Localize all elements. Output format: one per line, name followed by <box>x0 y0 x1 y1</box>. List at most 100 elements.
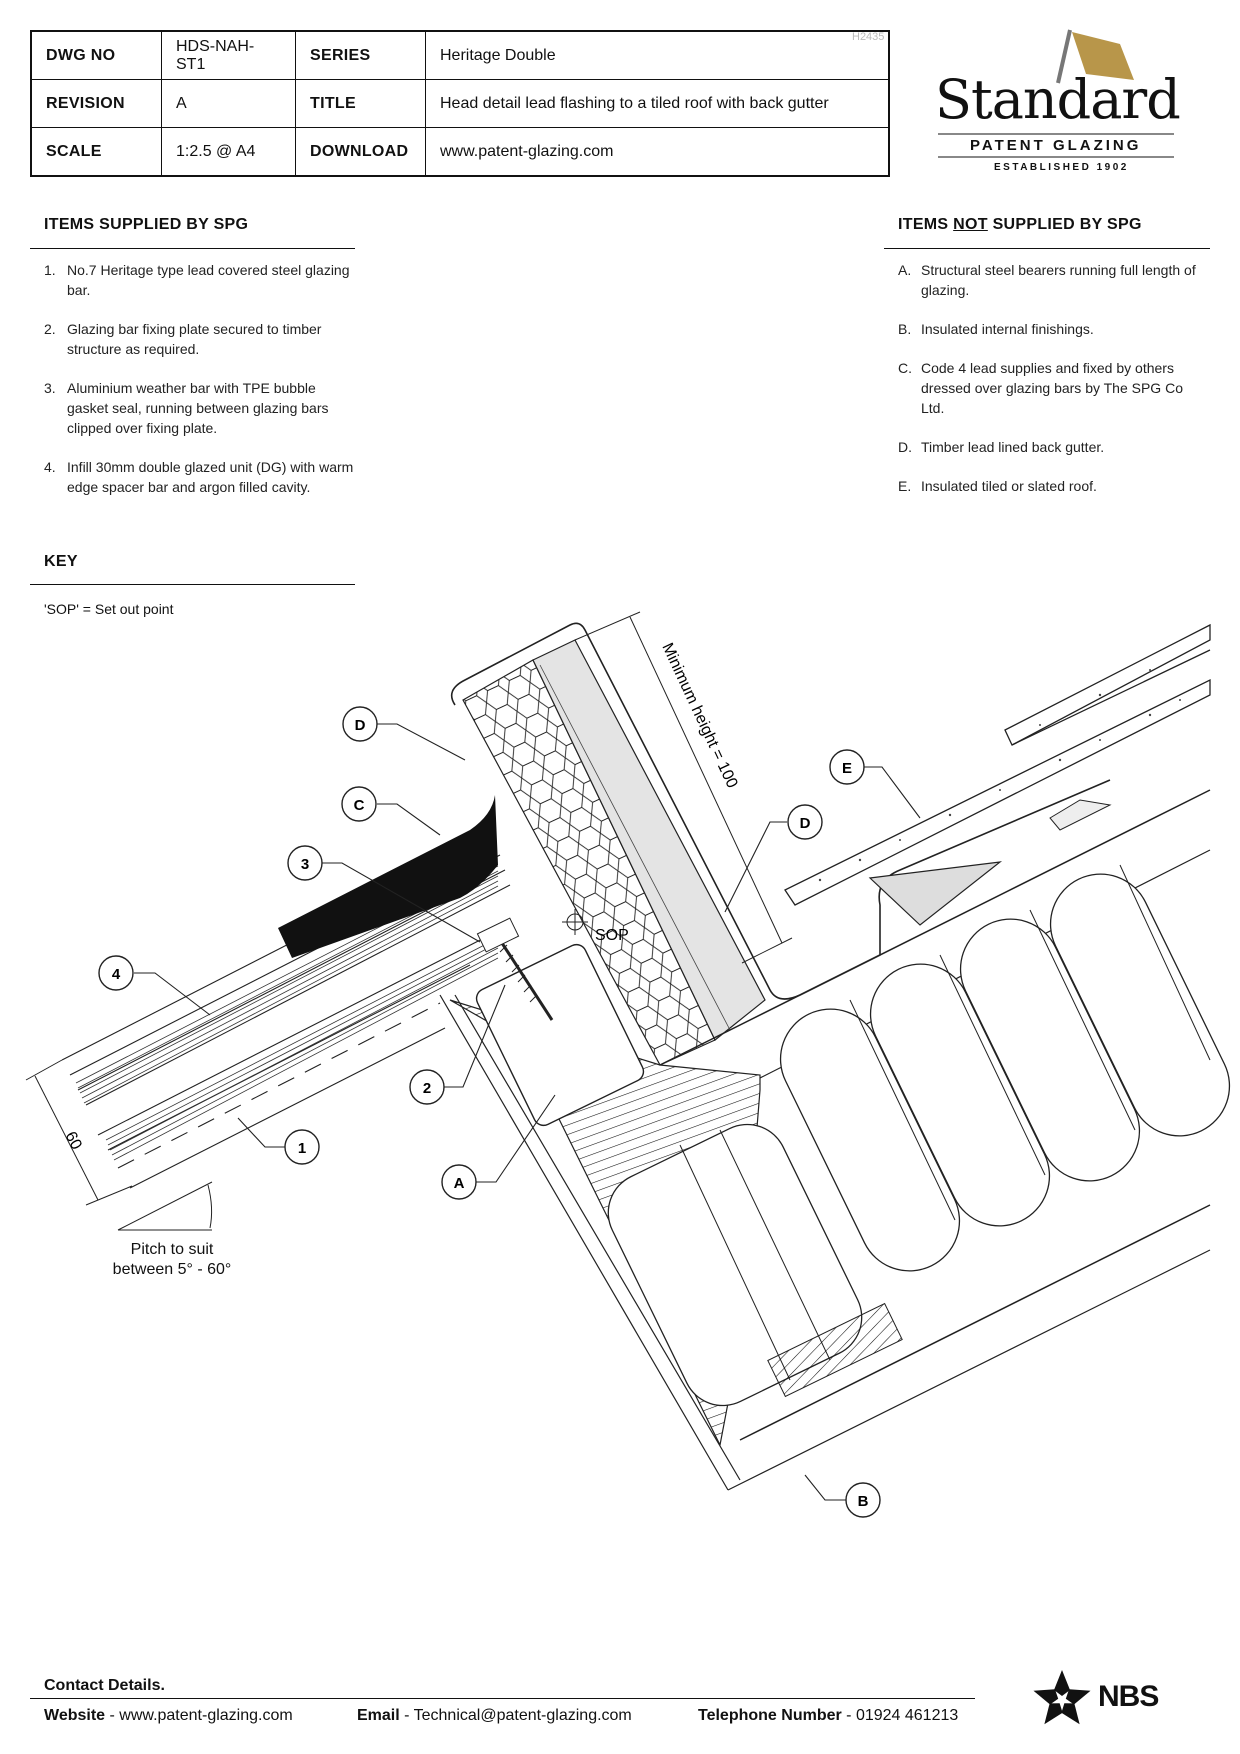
upstand-diagonal <box>539 664 731 1031</box>
tile-speckle <box>818 669 1181 882</box>
callout-3: 3 <box>287 845 323 881</box>
revision-label: REVISION <box>30 79 162 128</box>
contact-heading: Contact Details. <box>44 1677 165 1694</box>
pitch-note: Pitch to suit between 5° - 60° <box>100 1240 244 1280</box>
footer-website: Website - www.patent-glazing.com <box>44 1707 293 1724</box>
title-value: Head detail lead flashing to a tiled roo… <box>425 79 890 128</box>
eaves-flashing <box>1049 799 1112 831</box>
callout-label: A <box>454 1175 465 1192</box>
item-text: Insulated internal finishings. <box>921 321 1094 337</box>
callout-label: 2 <box>423 1080 431 1097</box>
website-link[interactable]: www.patent-glazing.com <box>119 1707 293 1724</box>
callout-label: 4 <box>112 966 121 983</box>
callout-E: E <box>829 749 865 785</box>
key-heading: KEY <box>44 553 78 570</box>
callout-label: D <box>355 717 366 734</box>
supplied-list: 1.No.7 Heritage type lead covered steel … <box>44 260 354 516</box>
item-text: Insulated tiled or slated roof. <box>921 478 1097 494</box>
callout-label: E <box>842 760 852 777</box>
finish-diagonal <box>439 994 729 1491</box>
callout-B: B <box>845 1482 881 1518</box>
item-number: 1. <box>44 262 56 278</box>
nbs-logo-icon <box>1033 1670 1091 1725</box>
gutter-upstand <box>532 639 766 1041</box>
not-supplied-list: A.Structural steel bearers running full … <box>898 260 1198 515</box>
scale-label: SCALE <box>30 127 162 177</box>
nbs-logo-text: NBS <box>1098 1680 1159 1713</box>
callout-A: A <box>441 1164 477 1200</box>
title-label: TITLE <box>295 79 426 128</box>
phone-number: 01924 461213 <box>855 1707 959 1724</box>
list-item: A.Structural steel bearers running full … <box>898 260 1198 300</box>
item-number: B. <box>898 321 912 337</box>
email-label: Email <box>357 1707 400 1724</box>
footer-email: Email - Technical@patent-glazing.com <box>357 1707 632 1724</box>
list-item: C. Code 4 lead supplies and fixed by othe… <box>898 358 1198 418</box>
list-item: B. Insulated internal finishings. <box>898 319 1198 339</box>
list-item: 1.No.7 Heritage type lead covered steel … <box>44 260 354 300</box>
lead-flashing <box>278 795 498 958</box>
title-block: DWG NO HDS-NAH-ST1 SERIES Heritage Doubl… <box>30 30 890 177</box>
item-text: Timber lead lined back gutter. <box>921 439 1105 455</box>
item-text: Code 4 lead supplies and fixed by others… <box>921 360 1183 416</box>
callout-label: C <box>354 797 365 814</box>
item-number: 2. <box>44 321 56 337</box>
key-text: 'SOP' = Set out point <box>44 601 174 617</box>
heading-part: ITEMS <box>898 216 954 233</box>
heading-not: NOT <box>953 216 988 233</box>
list-item: D. Timber lead lined back gutter. <box>898 437 1198 457</box>
gutter-outlet <box>868 861 1003 926</box>
roof-insulation <box>607 873 1231 1407</box>
footer-phone: Telephone Number - 01924 461213 <box>698 1707 959 1724</box>
internal-finish <box>727 1249 1211 1491</box>
logo-rule-bottom <box>938 156 1174 158</box>
callout-label: D <box>800 815 811 832</box>
download-link[interactable]: www.patent-glazing.com <box>425 127 890 177</box>
item-number: C. <box>898 360 912 376</box>
footer-divider <box>30 1698 975 1699</box>
rafter-top <box>659 789 1211 1066</box>
callout-label: B <box>858 1493 869 1510</box>
pitch-line-2: between 5° - 60° <box>112 1261 232 1278</box>
pitch-line-1: Pitch to suit <box>130 1241 214 1258</box>
callout-2: 2 <box>409 1069 445 1105</box>
dim-60 <box>25 1059 133 1206</box>
list-item: 4.Infill 30mm double glazed unit (DG) wi… <box>44 457 354 497</box>
item-text: Aluminium weather bar with TPE bubble ga… <box>67 380 329 436</box>
item-number: E. <box>898 478 912 494</box>
not-supplied-heading: ITEMS NOT SUPPLIED BY SPG <box>898 216 1142 234</box>
dwg-no-value: HDS-NAH-ST1 <box>161 30 296 80</box>
leader-lines <box>134 723 921 1501</box>
revision-value: A <box>161 79 296 128</box>
logo-rule-top <box>938 133 1174 135</box>
weather-bar <box>476 917 520 953</box>
pitch-indicator <box>117 1181 213 1231</box>
insulation-cap <box>767 1302 903 1398</box>
logo-wordmark: Standard <box>935 68 1181 131</box>
scale-value: 1:2.5 @ A4 <box>161 127 296 177</box>
logo-subtitle: PATENT GLAZING <box>970 137 1142 154</box>
lead-lining <box>450 622 1111 1000</box>
dim-60-label: 60 <box>61 1129 84 1153</box>
sop-label: SOP <box>595 927 629 944</box>
list-item: 2.Glazing bar fixing plate secured to ti… <box>44 319 354 359</box>
item-text: Infill 30mm double glazed unit (DG) with… <box>67 459 354 495</box>
heading-part: SUPPLIED BY SPG <box>987 216 1142 233</box>
item-number: 3. <box>44 380 56 396</box>
email-link[interactable]: Technical@patent-glazing.com <box>413 1707 632 1724</box>
flag-icon <box>1056 29 1134 84</box>
key-divider <box>30 584 355 585</box>
item-number: D. <box>898 439 912 455</box>
drawing-reference: H2435 <box>852 31 885 43</box>
min-height-dimension <box>574 611 793 964</box>
website-label: Website <box>44 1707 106 1724</box>
finish-diagonal-inner <box>454 994 741 1481</box>
callout-1: 1 <box>284 1129 320 1165</box>
callout-D-upper: D <box>342 706 378 742</box>
supplied-divider <box>30 248 355 249</box>
callout-C: C <box>341 786 377 822</box>
list-item: 3. Aluminium weather bar with TPE bubble … <box>44 378 354 438</box>
callout-label: 1 <box>298 1140 306 1157</box>
download-label: DOWNLOAD <box>295 127 426 177</box>
